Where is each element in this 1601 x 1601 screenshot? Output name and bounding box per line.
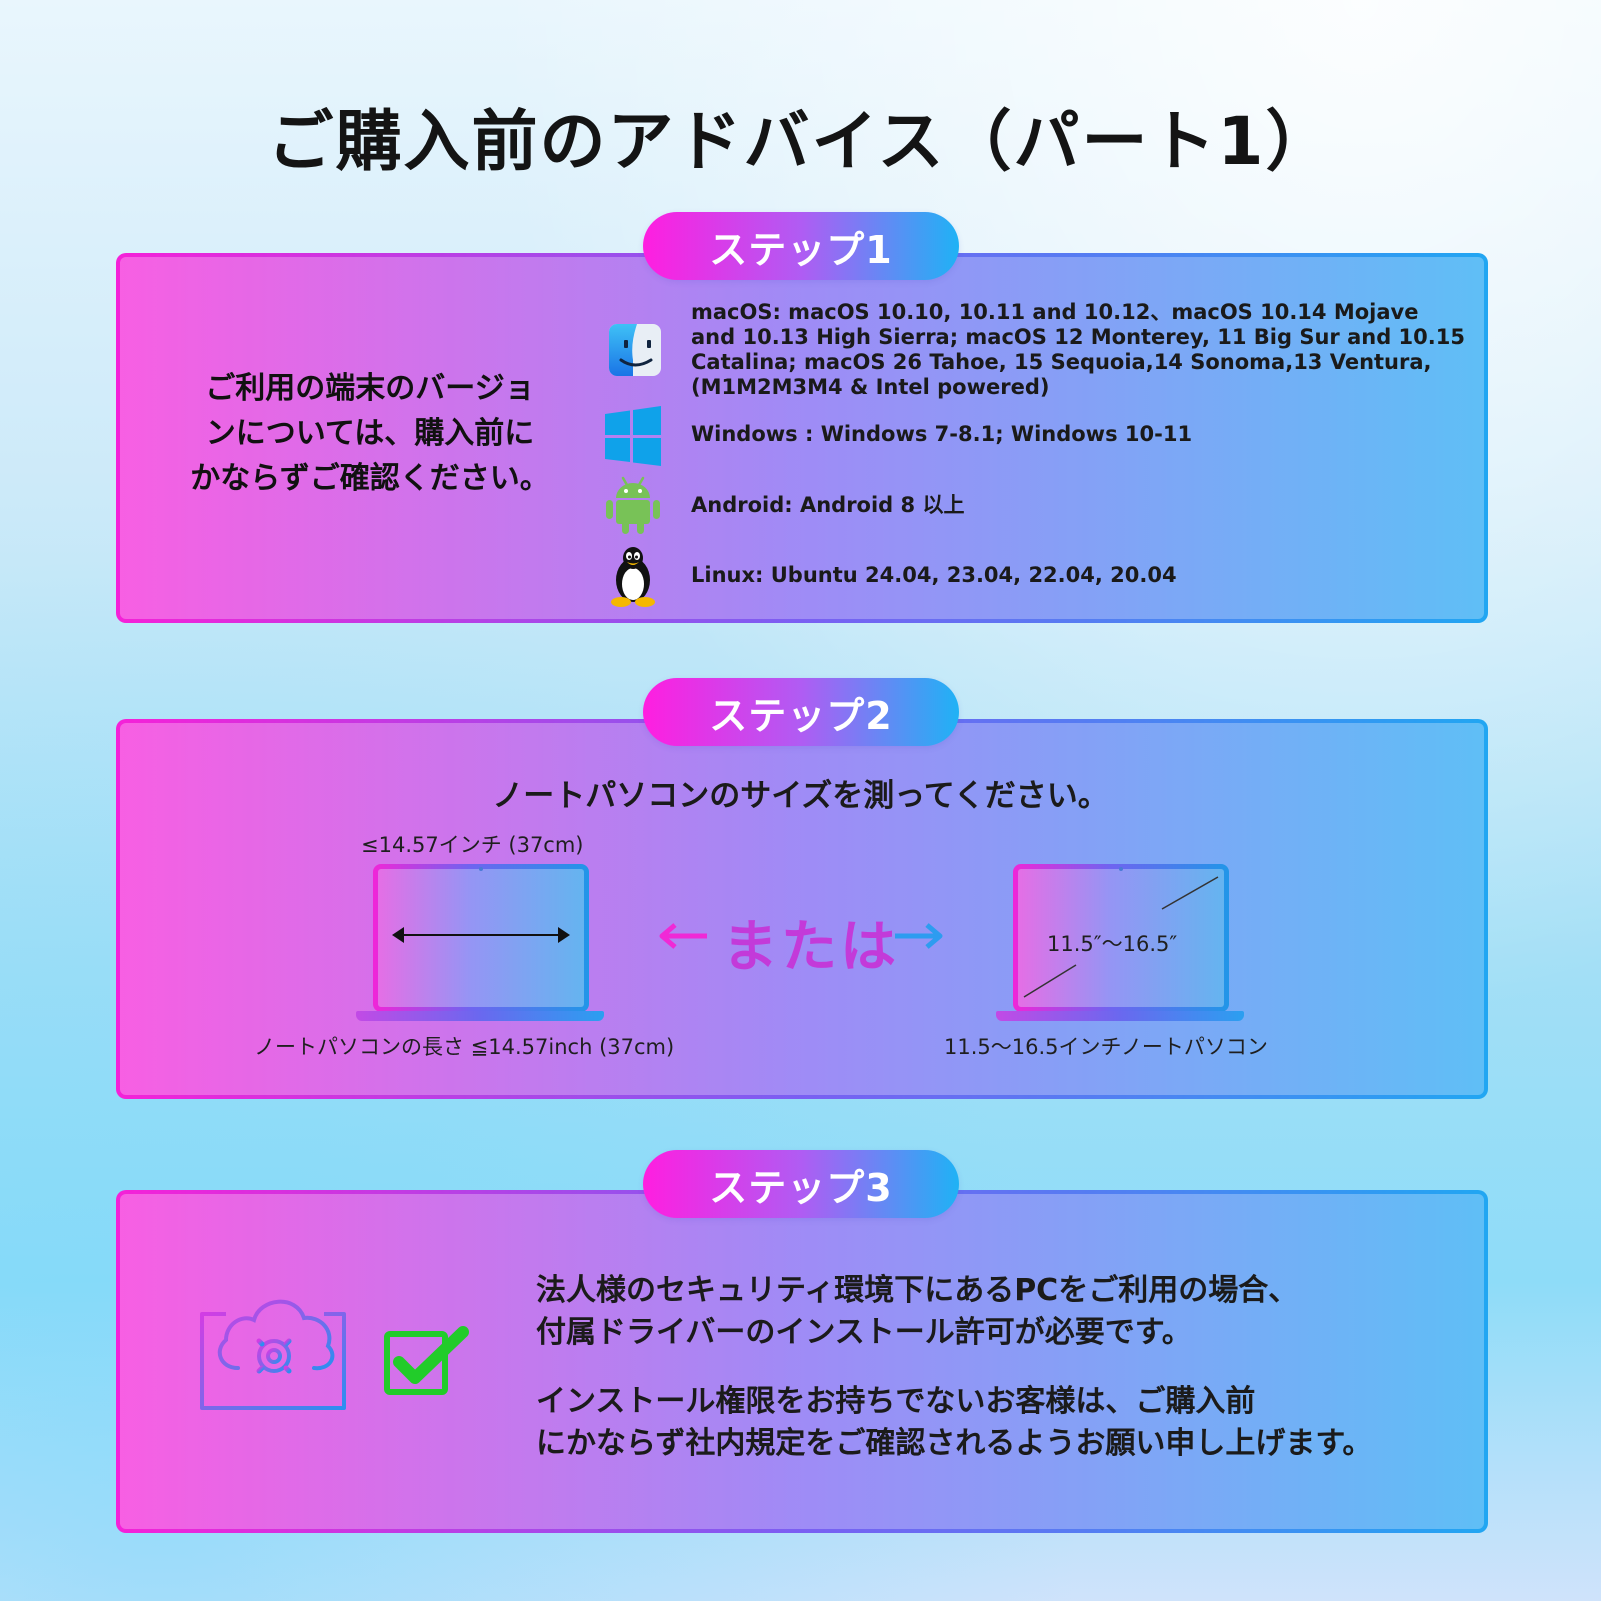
os-windows-text: Windows : Windows 7-8.1; Windows 10-11 [691,422,1192,447]
width-arrow-icon [392,927,570,943]
os-android-text: Android: Android 8 以上 [691,493,964,518]
step3-badge-label: ステップ3 [709,1165,893,1210]
left-laptop-base [356,1011,604,1021]
para-line: インストール権限をお持ちでないお客様は、ご購入前 [536,1384,1256,1419]
step3-panel [116,1190,1488,1533]
os-line: Windows : Windows 7-8.1; Windows 10-11 [691,422,1193,446]
para-line: 付属ドライバーのインストール許可が必要です。 [536,1315,1192,1350]
lead-line: ご利用の端末のバージョ [205,371,535,406]
step3-paragraph-1: 法人様のセキュリティ環境下にあるPCをご利用の場合、 付属ドライバーのインストー… [536,1270,1298,1354]
os-line: Android: Android 8 以上 [691,493,965,517]
left-laptop-caption: ノートパソコンの長さ ≦14.57inch (37cm) [254,1035,675,1059]
left-arrow-icon [659,923,707,949]
linux-tux-icon [611,547,655,607]
os-linux-text: Linux: Ubuntu 24.04, 23.04, 22.04, 20.04 [691,563,1177,588]
step2-badge-label: ステップ2 [709,693,893,738]
step1-badge: ステップ1 [643,212,959,280]
step3-paragraph-2: インストール権限をお持ちでないお客様は、ご購入前 にかならず社内規定をご確認され… [536,1381,1372,1465]
step2-panel [116,719,1488,1099]
os-line: macOS: macOS 10.10, 10.11 and 10.12、macO… [691,300,1419,324]
os-line: Linux: Ubuntu 24.04, 23.04, 22.04, 20.04 [691,563,1177,587]
os-line: (M1M2M3M4 & Intel powered) [691,375,1050,399]
para-line: にかならず社内規定をご確認されるようお願い申し上げます。 [536,1426,1373,1461]
camera-dot [1119,867,1123,871]
step1-badge-label: ステップ1 [709,227,893,272]
page-title: ご購入前のアドバイス（パート1） [267,103,1334,180]
right-arrow-icon [895,923,943,949]
right-laptop-screen [1013,864,1229,1012]
left-laptop-screen [373,864,589,1012]
para-line: 法人様のセキュリティ環境下にあるPCをご利用の場合、 [536,1273,1299,1308]
step2-badge: ステップ2 [643,678,959,746]
cloud-settings-monitor-icon [200,1299,346,1434]
right-laptop-caption: 11.5〜16.5インチノートパソコン [944,1035,1268,1059]
left-laptop-dimension: ≤14.57インチ (37cm) [361,833,584,857]
step1-lead-text: ご利用の端末のバージョ ンについては、購入前に かならずご確認ください。 [160,366,580,501]
step1-panel [116,253,1488,623]
right-laptop-dimension: 11.5″〜16.5″ [1047,932,1178,956]
step3-badge: ステップ3 [643,1150,959,1218]
macos-finder-icon [609,324,661,376]
os-line: Catalina; macOS 26 Tahoe, 15 Sequoia,14 … [691,350,1432,374]
right-laptop-base [996,1011,1244,1021]
lead-line: ンについては、購入前に [205,416,535,451]
lead-line: かならずご確認ください。 [190,461,550,496]
os-macos-text: macOS: macOS 10.10, 10.11 and 10.12、macO… [691,300,1481,400]
camera-dot [479,867,483,871]
step2-heading: ノートパソコンのサイズを測ってください。 [492,778,1109,814]
windows-icon [605,406,661,466]
diagonal-lines-icon [1023,876,1219,998]
or-text: または [722,915,899,980]
checkbox-checked-icon [384,1326,469,1395]
os-line: and 10.13 High Sierra; macOS 12 Monterey… [691,325,1465,349]
android-icon [606,476,660,534]
